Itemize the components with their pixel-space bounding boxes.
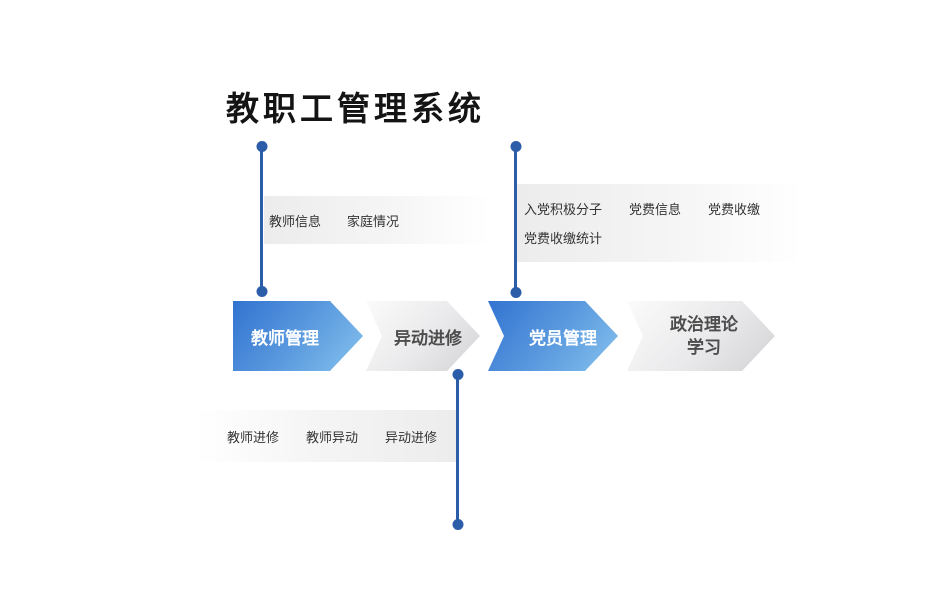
callout-item-teacher-transfer: 教师异动: [305, 429, 358, 445]
connector-line-teacher: [256, 141, 267, 297]
connector-line-transfer: [452, 369, 463, 530]
connector-dot-icon: [510, 141, 521, 152]
process-step-party-management: 党员管理: [488, 301, 618, 371]
callout-item-teacher-info: 教师信息: [269, 213, 322, 229]
process-step-label-line2: 学习: [687, 338, 721, 357]
connector-dot-icon: [452, 369, 463, 380]
process-step-transfer-training: 异动进修: [366, 301, 480, 371]
callout-item-family-info: 家庭情况: [347, 213, 400, 229]
page-title: 教职工管理系统: [226, 90, 485, 127]
process-step-label: 党员管理: [529, 328, 597, 348]
process-step-label: 教师管理: [251, 328, 319, 348]
callout-party-management: 入党积极分子 党费信息 党费收缴 党费收缴统计: [517, 184, 802, 262]
callout-transfer-training: 教师进修 教师异动 异动进修: [195, 410, 458, 462]
callout-item-party-activist: 入党积极分子: [524, 202, 603, 217]
callout-teacher-management: 教师信息 家庭情况: [264, 196, 490, 244]
callout-item-party-fee-info: 党费信息: [629, 202, 682, 217]
connector-dot-icon: [452, 519, 463, 530]
connector-dot-icon: [256, 286, 267, 297]
callout-party-row-2: 党费收缴统计: [524, 228, 802, 247]
process-step-label: 异动进修: [394, 328, 462, 348]
connector-line-party: [510, 141, 521, 298]
connector-dot-icon: [256, 141, 267, 152]
process-step-label-line1: 政治理论: [670, 315, 738, 334]
connector-dot-icon: [510, 287, 521, 298]
callout-item-party-fee-stats: 党费收缴统计: [524, 231, 603, 246]
callout-item-teacher-training: 教师进修: [226, 429, 279, 445]
callout-item-transfer-training: 异动进修: [384, 429, 437, 445]
callout-party-row-1: 入党积极分子 党费信息 党费收缴: [524, 199, 802, 218]
callout-item-party-fee-collection: 党费收缴: [708, 202, 761, 217]
process-step-teacher-management: 教师管理: [233, 301, 363, 371]
process-step-political-theory-study: 政治理论 学习: [627, 301, 775, 371]
